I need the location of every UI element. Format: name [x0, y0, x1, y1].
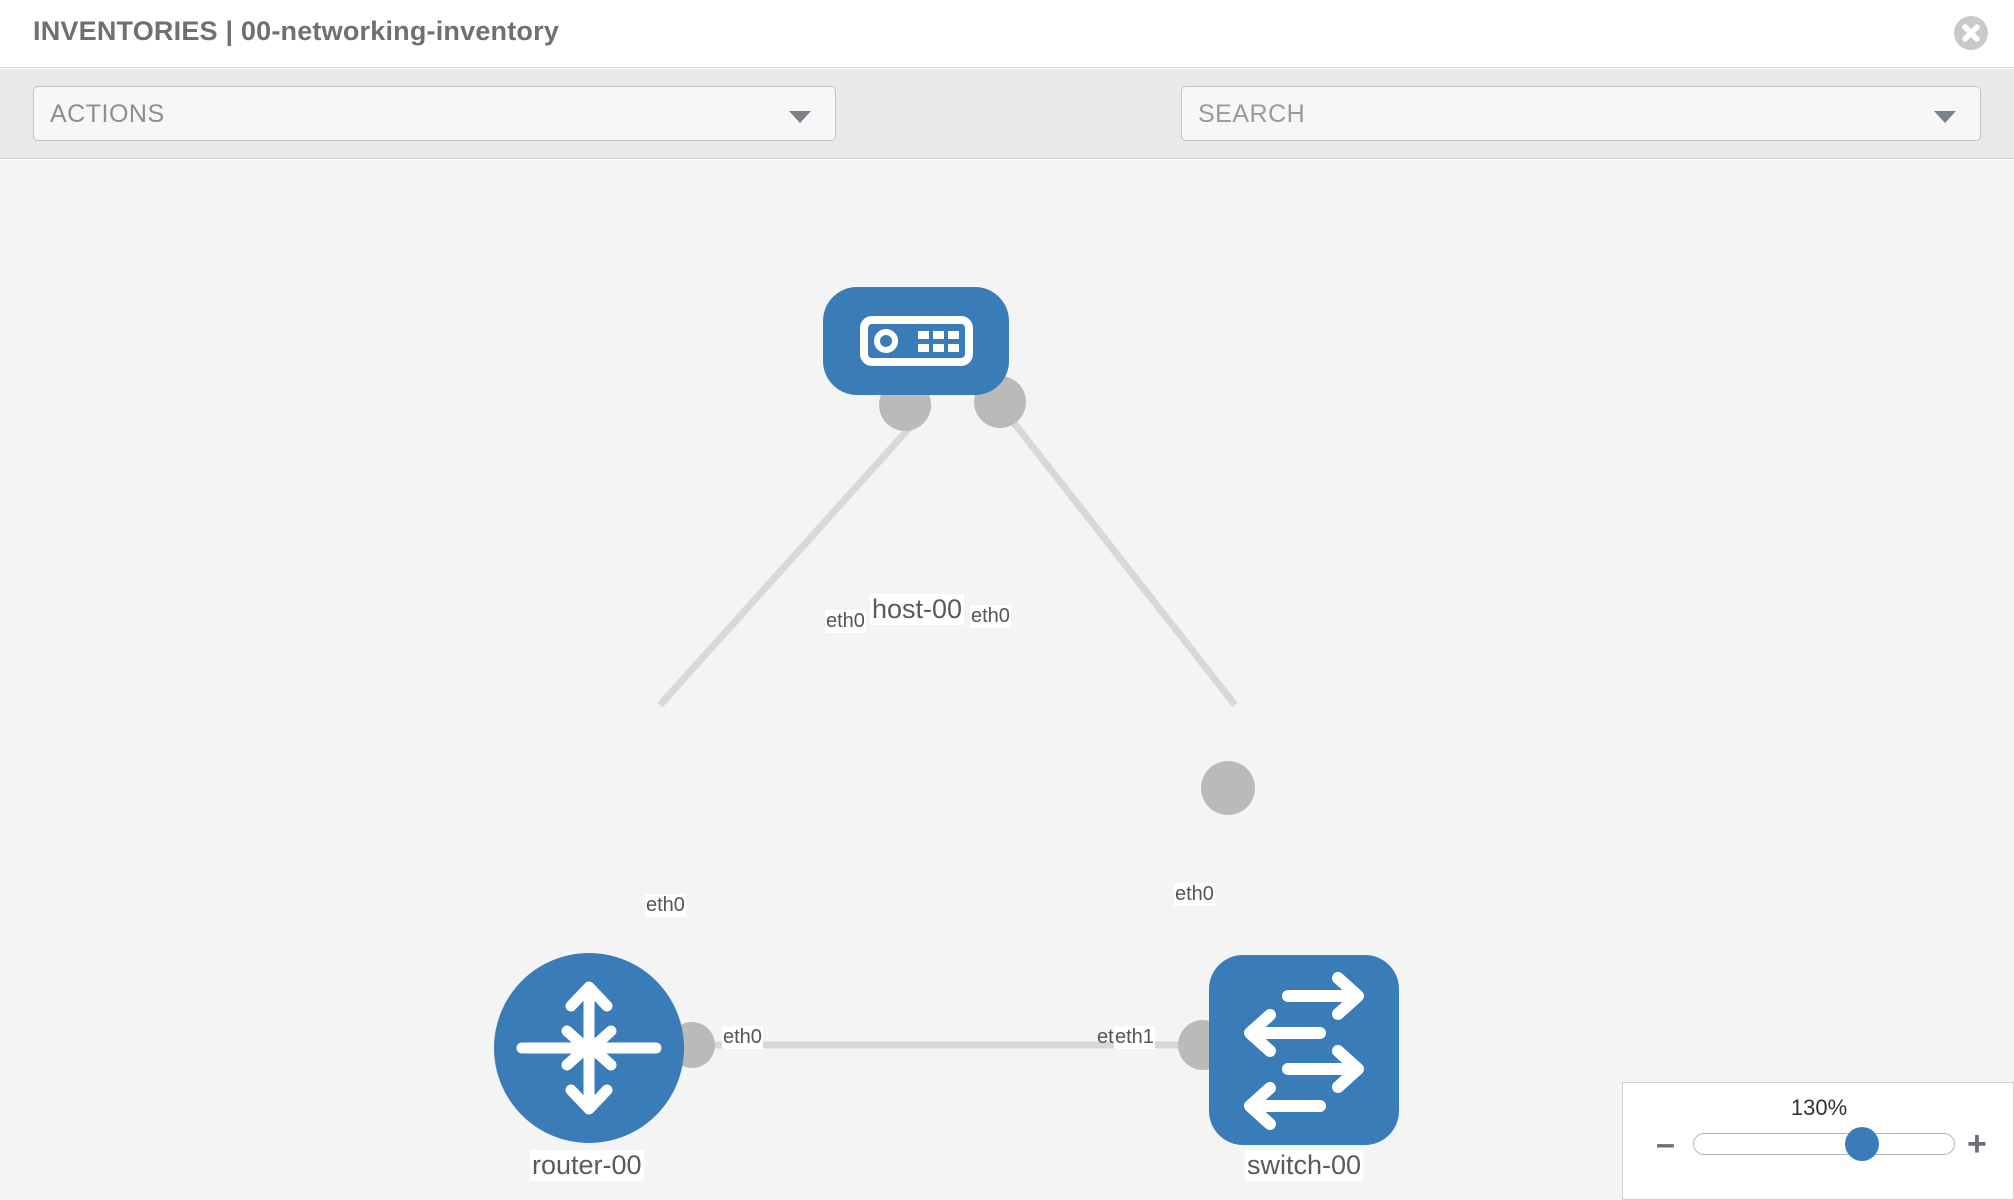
zoom-out-button[interactable]: – [1656, 1125, 1675, 1163]
search-placeholder: SEARCH [1198, 100, 1306, 128]
edge-host00-switch00[interactable] [997, 402, 1238, 708]
topology-graph [494, 287, 1399, 1145]
node-label-switch-00: switch-00 [1245, 1150, 1364, 1181]
zoom-slider-track[interactable] [1693, 1133, 1955, 1155]
chevron-down-icon [789, 111, 811, 123]
router-icon [516, 981, 662, 1115]
iface-label-switch00-uplink: eth0 [1174, 883, 1215, 906]
switch-icon [1244, 972, 1364, 1130]
node-switch-00[interactable] [1209, 955, 1399, 1145]
actions-dropdown[interactable]: ACTIONS [33, 86, 836, 141]
actions-dropdown-label: ACTIONS [50, 100, 165, 128]
zoom-control-panel: 130% – + [1622, 1082, 2014, 1200]
port-switch00-eth0[interactable] [1201, 761, 1255, 815]
edge-host00-router00[interactable] [657, 402, 933, 708]
node-host-00[interactable] [823, 287, 1009, 395]
page-header: INVENTORIES | 00-networking-inventory [0, 0, 2014, 68]
port-layer [669, 376, 1255, 1070]
edge-layer [657, 402, 1238, 1049]
host-icon [860, 316, 973, 366]
node-router-00[interactable] [494, 953, 684, 1143]
topology-canvas[interactable]: eth0 eth0 eth0 eth0 eth0 eth eth1 host-0… [0, 160, 2014, 1200]
search-chevron-down-icon[interactable] [1934, 111, 1956, 123]
iface-label-router00-eth0: eth0 [722, 1026, 763, 1049]
node-label-router-00: router-00 [530, 1150, 644, 1181]
search-input[interactable]: SEARCH [1181, 86, 1981, 141]
iface-label-router00-uplink: eth0 [645, 894, 686, 917]
close-button[interactable] [1954, 16, 1988, 50]
zoom-level-value: 130% [1790, 1095, 1848, 1120]
iface-label-host00-left: eth0 [825, 610, 866, 633]
zoom-in-button[interactable]: + [1967, 1125, 1987, 1163]
close-icon [1962, 24, 1980, 42]
node-label-host-00: host-00 [870, 594, 965, 625]
iface-label-host00-right: eth0 [970, 605, 1011, 628]
toolbar: ACTIONS SEARCH [0, 69, 2014, 196]
zoom-slider-thumb[interactable] [1845, 1127, 1879, 1161]
page-title: INVENTORIES | 00-networking-inventory [33, 16, 560, 46]
iface-label-switch00-eth1: eth1 [1114, 1026, 1155, 1049]
